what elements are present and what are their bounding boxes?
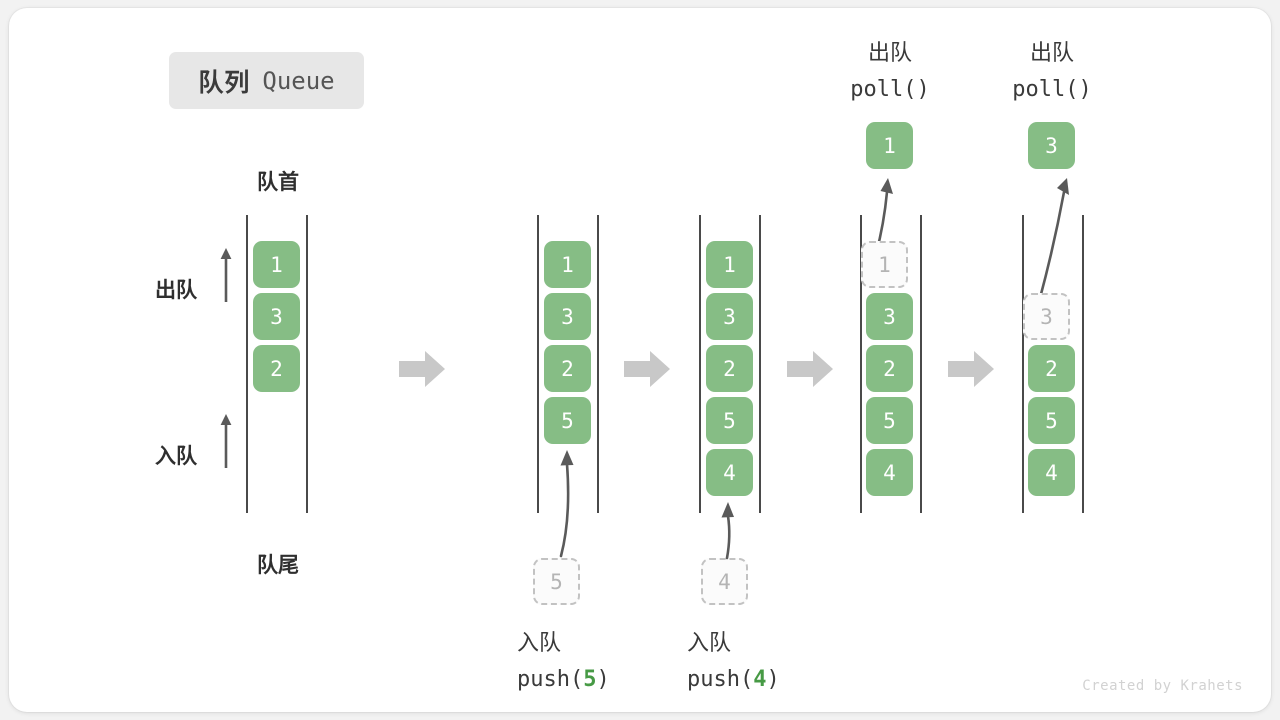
push-caption-code: push(4): [687, 662, 780, 698]
queue-cell: 5: [1028, 397, 1075, 444]
queue-cell: 2: [1028, 345, 1075, 392]
push-caption-col2: 入队 push(5): [517, 626, 610, 698]
diagram-title-badge: 队列 Queue: [169, 52, 364, 109]
queue-cell: 1: [253, 241, 300, 288]
queue-cell: 4: [866, 449, 913, 496]
poll-caption-col5: 出队 poll(): [999, 36, 1105, 108]
queue-rail-left-col1: [246, 215, 248, 513]
queue-rail-right-col3: [759, 215, 761, 513]
push-code-prefix: push(: [687, 667, 754, 692]
poll-caption-code: poll(): [850, 77, 930, 102]
diagram-card: 队列 Queue 队首 队尾 出队 入队 1 3 2 1 3 2 5 5: [9, 8, 1271, 712]
push-arrow-icon: [701, 490, 771, 562]
push-caption-code: push(5): [517, 662, 610, 698]
queue-tail-label: 队尾: [257, 553, 299, 577]
queue-cell: 5: [544, 397, 591, 444]
incoming-ghost-cell: 5: [533, 558, 580, 605]
popped-cell: 3: [1028, 122, 1075, 169]
title-label-cn: 队列: [198, 67, 251, 97]
dequeue-up-arrow-icon: [219, 246, 233, 302]
push-code-num: 5: [583, 667, 597, 692]
push-caption-cn: 入队: [687, 631, 732, 656]
queue-cell: 2: [544, 345, 591, 392]
watermark-label: Created by Krahets: [1082, 678, 1243, 694]
queue-cell: 2: [253, 345, 300, 392]
push-code-num: 4: [753, 667, 767, 692]
queue-cell: 1: [706, 241, 753, 288]
queue-cell: 3: [866, 293, 913, 340]
queue-rail-right-col5: [1082, 215, 1084, 513]
step-arrow-icon: [948, 349, 994, 389]
queue-cell: 2: [866, 345, 913, 392]
enqueue-side-label: 入队: [155, 444, 197, 468]
title-label-en: Queue: [262, 66, 335, 95]
step-arrow-icon: [624, 349, 670, 389]
step-arrow-icon: [399, 349, 445, 389]
queue-cell-ghost: 1: [861, 241, 908, 288]
enqueue-up-arrow-icon: [219, 412, 233, 468]
push-arrow-icon: [533, 438, 603, 560]
dequeue-side-label: 出队: [155, 278, 197, 302]
popped-cell: 1: [866, 122, 913, 169]
push-caption-cn: 入队: [517, 631, 562, 656]
queue-cell: 2: [706, 345, 753, 392]
step-arrow-icon: [787, 349, 833, 389]
queue-rail-left-col5: [1022, 215, 1024, 513]
queue-cell-ghost: 3: [1023, 293, 1070, 340]
queue-rail-right-col2: [597, 215, 599, 513]
poll-arrow-icon: [1014, 166, 1094, 302]
queue-rail-right-col1: [306, 215, 308, 513]
queue-cell: 5: [866, 397, 913, 444]
poll-caption-code: poll(): [1012, 77, 1092, 102]
queue-cell: 3: [544, 293, 591, 340]
queue-cell: 3: [706, 293, 753, 340]
incoming-ghost-cell: 4: [701, 558, 748, 605]
queue-rail-right-col4: [920, 215, 922, 513]
queue-rail-left-col3: [699, 215, 701, 513]
poll-caption-cn: 出队: [867, 41, 912, 66]
queue-cell: 1: [544, 241, 591, 288]
queue-cell: 4: [706, 449, 753, 496]
queue-head-label: 队首: [257, 170, 299, 194]
queue-cell: 4: [1028, 449, 1075, 496]
push-code-suffix: ): [766, 667, 780, 692]
push-code-prefix: push(: [517, 667, 584, 692]
queue-rail-left-col4: [860, 215, 862, 513]
queue-cell: 5: [706, 397, 753, 444]
push-caption-col3: 入队 push(4): [687, 626, 780, 698]
queue-cell: 3: [253, 293, 300, 340]
poll-caption-col4: 出队 poll(): [837, 36, 943, 108]
poll-caption-cn: 出队: [1029, 41, 1074, 66]
push-code-suffix: ): [596, 667, 610, 692]
queue-rail-left-col2: [537, 215, 539, 513]
